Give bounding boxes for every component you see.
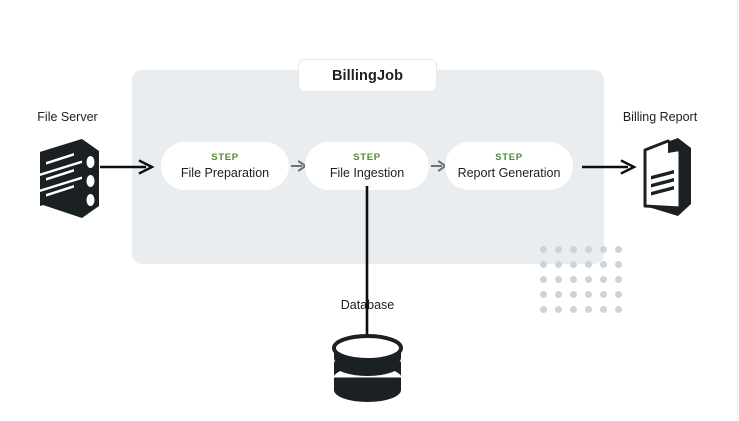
document-icon <box>612 132 708 224</box>
grid-dot <box>615 276 622 283</box>
node-file-server[interactable]: File Server <box>20 110 115 224</box>
grid-dot <box>540 261 547 268</box>
grid-dot <box>600 291 607 298</box>
step-title-label: Report Generation <box>457 165 561 180</box>
grid-dot <box>570 246 577 253</box>
grid-dot <box>555 306 562 313</box>
arrow-file-server-to-pipeline <box>100 159 155 175</box>
step-file-ingestion[interactable]: STEP File Ingestion <box>305 142 429 190</box>
step-file-preparation[interactable]: STEP File Preparation <box>161 142 289 190</box>
step-report-generation[interactable]: STEP Report Generation <box>445 142 573 190</box>
grid-dot <box>615 306 622 313</box>
page-edge-divider <box>737 0 738 421</box>
node-billing-report[interactable]: Billing Report <box>612 110 708 224</box>
grid-dot <box>585 261 592 268</box>
grid-dot <box>570 261 577 268</box>
grid-dot <box>540 306 547 313</box>
grid-dot <box>540 276 547 283</box>
grid-dot <box>600 306 607 313</box>
grid-dot <box>615 261 622 268</box>
grid-dot <box>615 246 622 253</box>
grid-dot <box>540 291 547 298</box>
database-label: Database <box>340 298 395 312</box>
step-kicker-label: STEP <box>353 152 381 163</box>
database-icon <box>320 334 415 406</box>
node-database[interactable]: Database <box>320 298 415 406</box>
grid-dot <box>615 291 622 298</box>
grid-dot <box>600 261 607 268</box>
step-kicker-label: STEP <box>211 152 239 163</box>
grid-dot <box>600 246 607 253</box>
job-title-label: BillingJob <box>331 67 404 84</box>
grid-dot <box>585 306 592 313</box>
step-title-label: File Preparation <box>180 165 270 180</box>
file-server-label: File Server <box>37 110 98 124</box>
file-server-icon <box>20 134 115 224</box>
grid-dot <box>555 276 562 283</box>
grid-dot <box>600 276 607 283</box>
grid-dot <box>570 291 577 298</box>
grid-dot <box>555 291 562 298</box>
arrow-pipeline-to-billing-report <box>582 159 637 175</box>
grid-dot <box>585 291 592 298</box>
grid-dot <box>585 246 592 253</box>
grid-dot <box>585 276 592 283</box>
grid-dot <box>570 306 577 313</box>
step-kicker-label: STEP <box>495 152 523 163</box>
grid-dot <box>555 261 562 268</box>
grid-dot <box>540 246 547 253</box>
grid-dot <box>570 276 577 283</box>
grid-dot <box>555 246 562 253</box>
step-title-label: File Ingestion <box>329 165 405 180</box>
billing-report-label: Billing Report <box>622 110 698 124</box>
decorative-dot-grid <box>540 246 630 321</box>
job-title-chip[interactable]: BillingJob <box>298 59 437 92</box>
